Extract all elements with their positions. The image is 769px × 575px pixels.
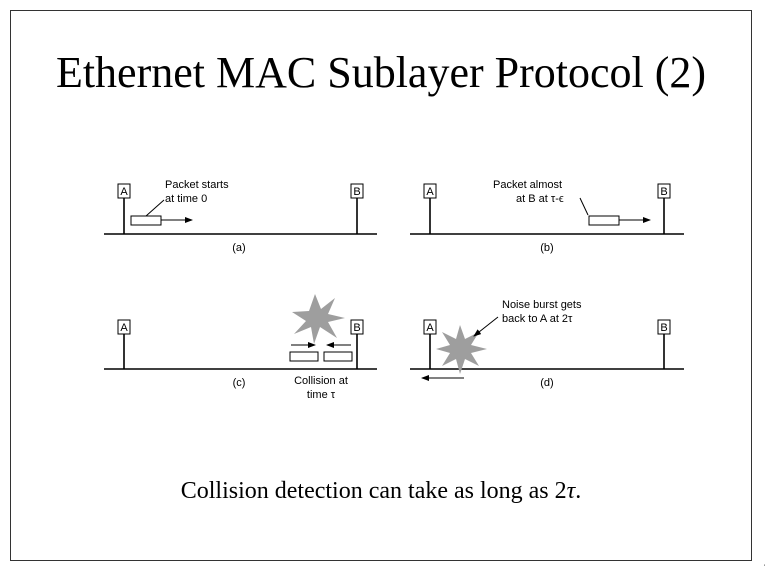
station-a-box [117, 183, 131, 199]
panel-label: (c) [233, 377, 246, 389]
collision-burst-icon [292, 294, 345, 344]
packet [588, 215, 620, 226]
station-b-label: B [353, 186, 360, 198]
station-b-label: B [353, 322, 360, 334]
panel-a: A B Packet starts at time 0 (a) [104, 179, 377, 254]
station-b-box [350, 183, 364, 199]
station-b-box [350, 319, 364, 335]
station-a-label: A [120, 186, 128, 198]
slide-caption: Collision detection can take as long as … [11, 478, 751, 505]
noise-burst-icon [436, 325, 487, 374]
annotation-line-1: Collision at [294, 375, 348, 387]
packet-from-b [323, 351, 353, 362]
panel-label: (b) [540, 242, 553, 254]
station-a-box [423, 183, 437, 199]
station-b-label: B [660, 322, 667, 334]
slide-title: Ethernet MAC Sublayer Protocol (2) [55, 48, 707, 97]
annotation-pointer [145, 199, 165, 217]
annotation-pointer [473, 316, 499, 337]
annotation-pointer [579, 197, 589, 216]
station-a-label: A [120, 322, 128, 334]
slide: Ethernet MAC Sublayer Protocol (2) Colli… [10, 10, 752, 561]
annotation-line-2: back to A at 2τ [502, 313, 573, 325]
annotation-line-2: at B at τ-ϵ [516, 193, 564, 205]
annotation-line-2: time τ [307, 389, 336, 401]
annotation-line-2: at time 0 [165, 193, 207, 205]
panel-label: (d) [540, 377, 553, 389]
caption-period: . [575, 478, 582, 504]
corner-mark: ' [764, 565, 766, 571]
station-b-box [657, 319, 671, 335]
panel-c: A B Collision at time τ (c) [104, 294, 377, 401]
station-b-box [657, 183, 671, 199]
station-a-label: A [426, 186, 434, 198]
packet-from-a [289, 351, 319, 362]
caption-tau: τ [566, 478, 576, 504]
panel-d: A B Noise burst gets back to A at 2τ (d) [410, 299, 684, 389]
packet [130, 215, 162, 226]
annotation-line-1: Packet almost [493, 179, 562, 191]
annotation-line-1: Packet starts [165, 179, 229, 191]
caption-text: Collision detection can take as long as … [180, 478, 567, 504]
station-b-label: B [660, 186, 667, 198]
annotation-line-1: Noise burst gets [502, 299, 582, 311]
panel-label: (a) [232, 242, 245, 254]
station-a-box [423, 319, 437, 335]
panel-b: A B Packet almost at B at τ-ϵ (b) [410, 179, 684, 254]
station-a-box [117, 319, 131, 335]
station-a-label: A [426, 322, 434, 334]
